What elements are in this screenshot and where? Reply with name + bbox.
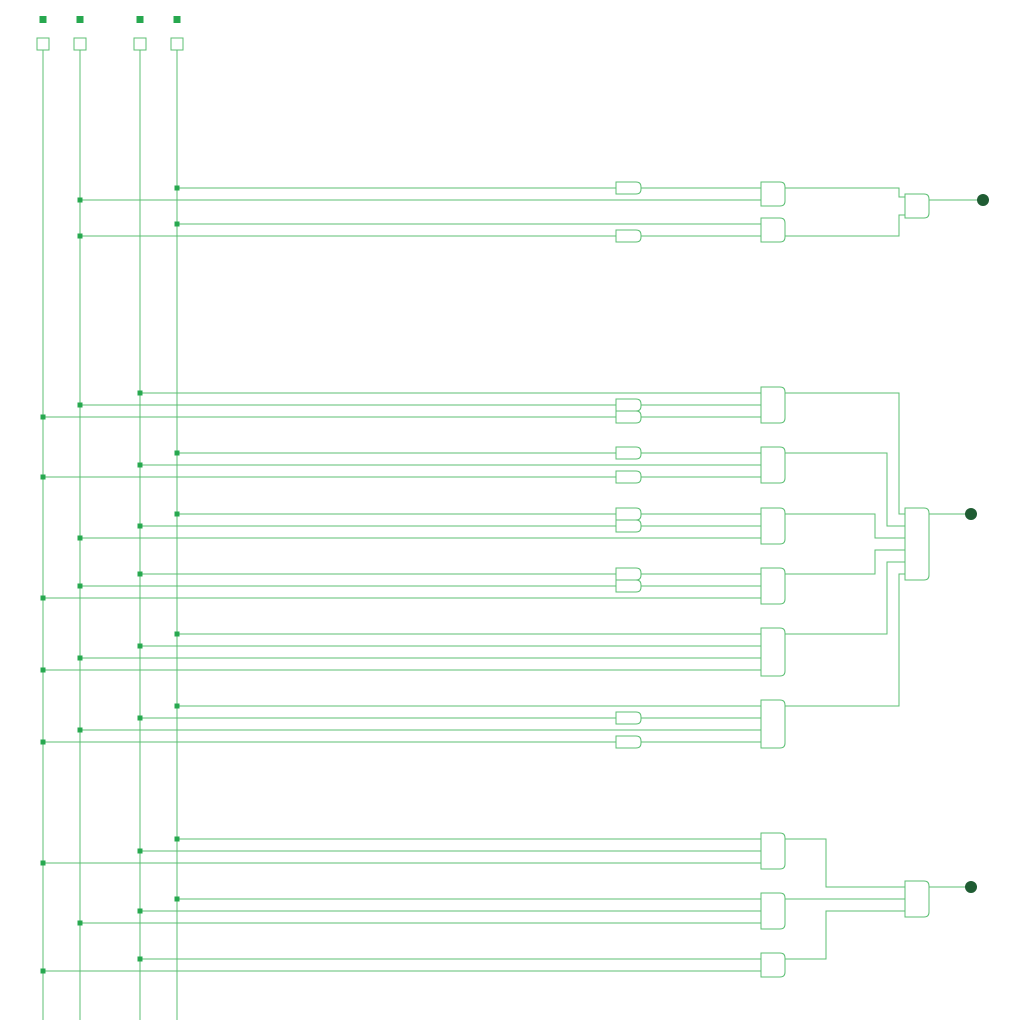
junction [40, 860, 46, 866]
junction [77, 655, 83, 661]
junction [174, 511, 180, 517]
and-gate [904, 193, 930, 219]
and-gate [760, 217, 786, 243]
junction [77, 535, 83, 541]
and-gate [615, 735, 642, 749]
junction [77, 233, 83, 239]
junction [40, 595, 46, 601]
wire [785, 452, 905, 527]
junction [40, 739, 46, 745]
junction [137, 956, 143, 962]
and-gate [615, 470, 642, 484]
and-gate [760, 952, 786, 978]
junction [77, 402, 83, 408]
and-gate [615, 711, 642, 725]
junction [174, 631, 180, 637]
input-buffer-0 [36, 37, 50, 51]
junction [40, 968, 46, 974]
wire [785, 561, 905, 635]
wires [37, 43, 983, 1020]
and-gate [760, 892, 786, 930]
output-pin-0 [977, 194, 989, 206]
junction [137, 523, 143, 529]
junction [40, 414, 46, 420]
junction [137, 390, 143, 396]
and-gate [615, 229, 642, 243]
and-gate [615, 181, 642, 195]
junction [174, 836, 180, 842]
input-buffer-2 [133, 37, 147, 51]
junction [137, 571, 143, 577]
junction [137, 643, 143, 649]
output-pin-2 [965, 881, 977, 893]
junction [77, 583, 83, 589]
wire [785, 910, 905, 960]
junction [174, 703, 180, 709]
junctions [40, 185, 180, 974]
input-pin-3 [173, 16, 181, 23]
and-gate [615, 567, 642, 581]
wire [785, 513, 905, 539]
and-gate [760, 832, 786, 870]
and-gate [615, 507, 642, 521]
junction [137, 715, 143, 721]
junction [137, 462, 143, 468]
output-pin-1 [965, 508, 977, 520]
input-buffer-1 [73, 37, 87, 51]
wire [785, 573, 905, 707]
junction [40, 667, 46, 673]
and-gate [760, 386, 786, 424]
junction [77, 727, 83, 733]
wire [785, 187, 905, 198]
junction [40, 474, 46, 480]
and-gate [760, 507, 786, 545]
and-gate [760, 181, 786, 207]
and-gate [760, 567, 786, 605]
wire [785, 392, 905, 515]
and-gate [760, 699, 786, 749]
and-gate [904, 507, 930, 581]
and-gate [615, 398, 642, 412]
wire [785, 214, 905, 237]
input-pin-0 [39, 16, 47, 23]
and-gate [615, 579, 642, 593]
input-buffer-3 [170, 37, 184, 51]
input-pin-1 [76, 16, 84, 23]
input-pin-2 [136, 16, 144, 23]
junction [174, 185, 180, 191]
and-gate [615, 446, 642, 460]
and-gate [615, 410, 642, 424]
junction [174, 896, 180, 902]
wire [785, 838, 905, 888]
junction [174, 221, 180, 227]
and-gate [760, 446, 786, 484]
wire [785, 549, 905, 575]
gates [615, 181, 930, 978]
junction [174, 450, 180, 456]
junction [137, 848, 143, 854]
junction [77, 197, 83, 203]
junction [137, 908, 143, 914]
and-gate [904, 880, 930, 918]
and-gate [615, 519, 642, 533]
junction [77, 920, 83, 926]
and-gate [760, 627, 786, 677]
